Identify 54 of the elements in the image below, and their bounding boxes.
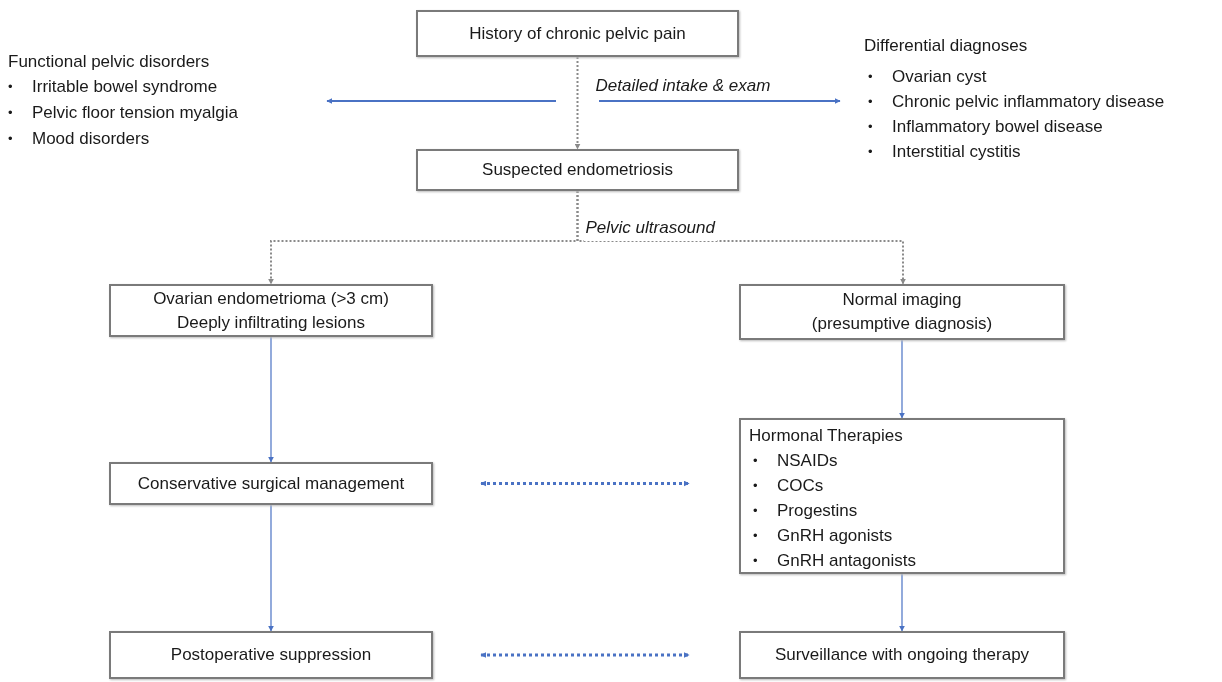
arrow: [598, 98, 841, 104]
box-text: History of chronic pelvic pain: [469, 22, 686, 45]
bullet-mark: •: [753, 552, 759, 570]
bullet-mark: •: [868, 143, 874, 161]
box-text: Ovarian endometrioma (>3 cm): [153, 287, 389, 310]
list-item: GnRH antagonists: [777, 550, 916, 572]
arrow: [268, 336, 274, 463]
process-box: [109, 284, 433, 337]
list-item: Irritable bowel syndrome: [32, 76, 218, 98]
box-heading: Hormonal Therapies: [749, 425, 904, 447]
box-text: (presumptive diagnosis): [811, 313, 993, 335]
bullet-mark: •: [753, 502, 759, 520]
bullet-mark: •: [8, 78, 14, 96]
bullet-mark: •: [8, 104, 14, 122]
bullet-mark: •: [868, 93, 874, 111]
list-item: COCs: [777, 475, 824, 497]
box-text: Postoperative suppression: [170, 644, 372, 666]
list-item: Chronic pelvic inflammatory disease: [892, 91, 1165, 113]
box-text: Normal imaging: [842, 289, 962, 311]
process-box: [739, 418, 1065, 574]
list-item: Inflammatory bowel disease: [892, 116, 1103, 138]
box-text: Deeply infiltrating lesions: [176, 311, 365, 334]
arrow: [480, 480, 690, 487]
list-item: GnRH agonists: [777, 525, 893, 547]
arrow: [480, 652, 690, 658]
process-box: [416, 10, 739, 57]
box-text: Suspected endometriosis: [482, 159, 673, 181]
list-heading: Differential diagnoses: [864, 35, 1029, 57]
bullet-mark: •: [868, 68, 874, 86]
list-item: Interstitial cystitis: [892, 141, 1021, 163]
arrow: [326, 98, 557, 104]
process-box: [109, 462, 433, 505]
process-box: [109, 631, 433, 679]
arrow: [576, 190, 906, 285]
list-heading: Functional pelvic disorders: [8, 51, 211, 73]
arrow: [268, 504, 274, 632]
bullet-mark: •: [753, 452, 759, 470]
arrow: [899, 573, 905, 632]
process-box: [739, 631, 1065, 679]
process-box: [416, 149, 739, 191]
arrow: [899, 339, 905, 419]
box-text: Conservative surgical management: [137, 472, 405, 495]
arrow: [574, 56, 581, 150]
list-item: Pelvic floor tension myalgia: [32, 102, 238, 124]
list-item: Ovarian cyst: [892, 66, 987, 88]
bullet-mark: •: [868, 118, 874, 136]
bullet-mark: •: [8, 130, 14, 148]
process-box: [739, 284, 1065, 340]
bullet-mark: •: [753, 477, 759, 495]
bullet-mark: •: [753, 527, 759, 545]
list-item: Progestins: [777, 500, 858, 522]
list-item: NSAIDs: [777, 450, 838, 472]
box-text: Surveillance with ongoing therapy: [774, 644, 1030, 666]
list-item: Mood disorders: [32, 128, 150, 150]
